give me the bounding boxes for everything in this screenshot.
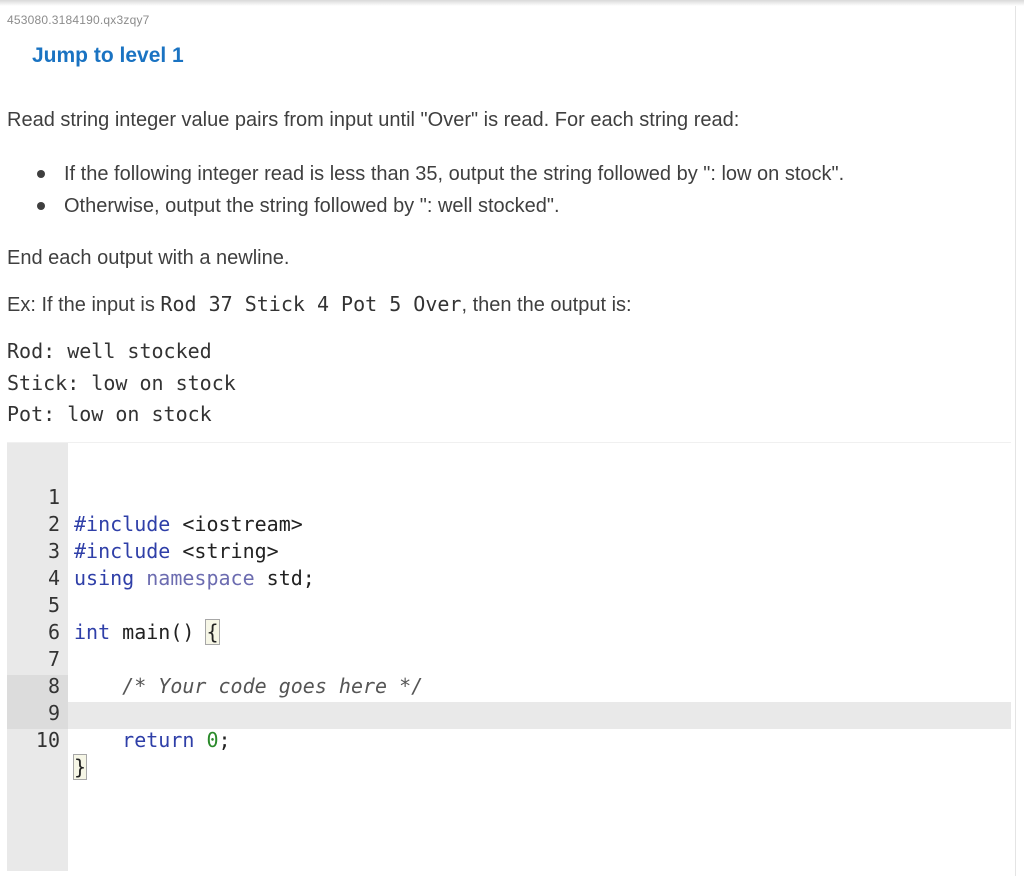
line-number: 3: [47, 539, 60, 563]
code-token: <string>: [170, 539, 279, 563]
code-line[interactable]: 7 /* Your code goes here */: [7, 619, 1011, 698]
code-token: <iostream>: [170, 512, 303, 536]
right-divider: [1015, 6, 1016, 876]
example-sentence: Ex: If the input is Rod 37 Stick 4 Pot 5…: [7, 292, 632, 317]
code-text[interactable]: /* Your code goes here */: [74, 673, 423, 700]
line-number: 6: [47, 620, 60, 644]
code-token: ;: [218, 728, 231, 752]
code-text[interactable]: #include <iostream>: [74, 511, 303, 538]
code-token: using: [74, 566, 135, 590]
code-line[interactable]: 6: [7, 592, 1011, 644]
code-line[interactable]: 1 #include <iostream>: [7, 457, 1011, 536]
line-number-gutter: [7, 443, 68, 871]
example-output-line: Rod: well stocked: [7, 339, 212, 363]
line-number: 5: [47, 593, 60, 617]
jump-to-level-link[interactable]: Jump to level 1: [32, 44, 184, 67]
example-prefix: Ex: If the input is: [7, 294, 161, 316]
code-token: namespace: [134, 566, 255, 590]
example-output-block: Rod: well stocked Stick: low on stock Po…: [7, 336, 236, 431]
code-line[interactable]: 5 int main() {: [7, 565, 1011, 645]
example-input: Rod 37 Stick 4 Pot 5 Over: [160, 292, 462, 316]
activity-id: 453080.3184190.qx3zqy7: [7, 13, 150, 27]
code-text[interactable]: using namespace std;: [74, 565, 315, 592]
top-shadow: [0, 0, 1024, 6]
rule-well-stocked: Otherwise, output the string followed by…: [36, 193, 844, 225]
line-number: 9: [47, 701, 60, 725]
code-comment: /* Your code goes here */: [74, 674, 424, 698]
code-line[interactable]: 8: [7, 646, 1011, 698]
matching-brace-close: }: [72, 754, 88, 780]
code-token: main(): [110, 620, 207, 644]
code-line[interactable]: 4: [7, 538, 1011, 590]
code-text[interactable]: #include <string>: [74, 538, 279, 565]
line-number: 2: [47, 512, 60, 536]
code-editor[interactable]: 1 #include <iostream> 2 #include <string…: [7, 442, 1011, 871]
code-token: std;: [254, 566, 315, 590]
code-text[interactable]: }: [72, 754, 88, 781]
code-token: #include: [74, 539, 171, 563]
code-token: #include: [74, 512, 171, 536]
line-number: 4: [47, 566, 60, 590]
code-line[interactable]: 10 }: [7, 700, 1011, 780]
matching-brace-open: {: [205, 619, 220, 645]
line-number: 10: [35, 728, 60, 752]
line-number: 1: [47, 485, 60, 509]
line-number: 7: [47, 647, 60, 671]
line-number: 8: [47, 674, 60, 698]
prompt-end-note: End each output with a newline.: [7, 247, 290, 269]
example-output-line: Stick: low on stock: [7, 370, 236, 395]
rule-low-stock: If the following integer read is less th…: [36, 161, 844, 193]
code-text[interactable]: int main() {: [74, 619, 220, 646]
prompt-rules-list: If the following integer read is less th…: [36, 161, 844, 225]
code-token: return: [74, 728, 195, 752]
code-token: 0: [194, 728, 219, 752]
code-line[interactable]: 2 #include <string>: [7, 484, 1011, 563]
code-line[interactable]: 3 using namespace std;: [7, 511, 1011, 590]
example-suffix: , then the output is:: [461, 294, 632, 316]
gutter-active-highlight: [7, 675, 68, 729]
code-token: int: [74, 620, 111, 644]
code-line[interactable]: 9 return 0;: [7, 673, 1011, 752]
code-text[interactable]: return 0;: [74, 727, 231, 754]
example-output-line: Pot: low on stock: [7, 402, 212, 426]
prompt-intro: Read string integer value pairs from inp…: [7, 109, 740, 131]
active-line-highlight: [7, 702, 1011, 729]
